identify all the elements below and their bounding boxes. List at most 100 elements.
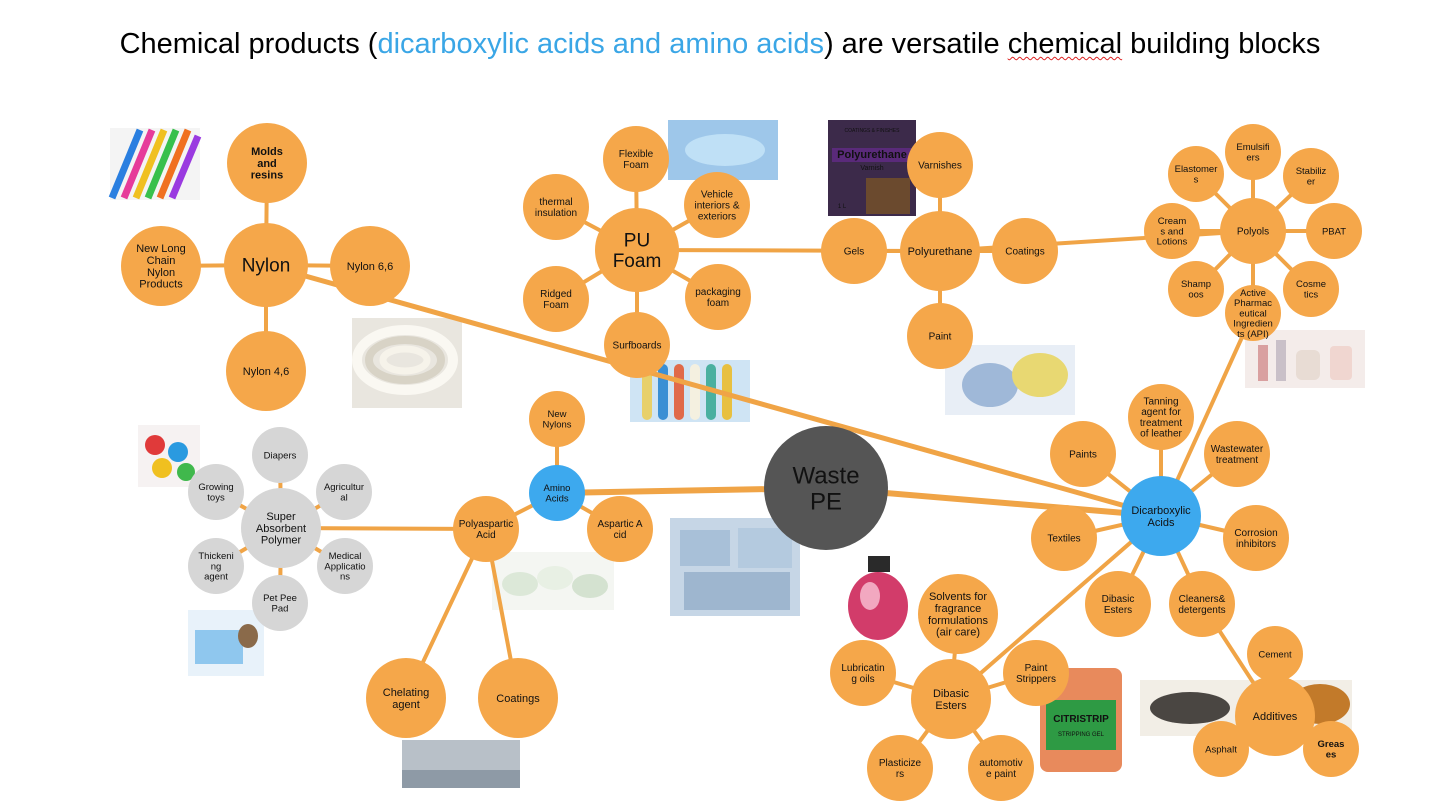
node-coatings-pu-circle (992, 218, 1058, 284)
stripper-brand: CITRISTRIP (1053, 714, 1109, 725)
node-polyols-label: Polyols (1237, 227, 1269, 238)
node-lubricating-circle (830, 640, 896, 706)
node-asphalt-circle (1193, 721, 1249, 777)
node-cement: Cement (1247, 626, 1303, 682)
node-paint-pu: Paint (907, 303, 973, 369)
node-gels-label: Gels (844, 247, 865, 258)
node-tanning-circle (1128, 384, 1194, 450)
node-diapers: Diapers (252, 427, 308, 483)
node-plasticizers-circle (867, 735, 933, 801)
node-cement-circle (1247, 626, 1303, 682)
title-before: Chemical products ( (119, 28, 378, 60)
varnish-can-image: COATINGS & FINISHES Polyurethane Varnish… (828, 120, 916, 216)
node-nylon46-circle (226, 331, 306, 411)
paint-cans-image (945, 345, 1075, 415)
node-nylon66: Nylon 6,6 (330, 226, 410, 306)
nylon-tubes-image (108, 128, 202, 200)
node-cosmetics-circle (1283, 261, 1339, 317)
node-greases-circle (1303, 721, 1359, 777)
node-nylon46-label: Nylon 4,6 (243, 366, 289, 378)
node-cement-label: Cement (1258, 649, 1292, 660)
node-diapers-label: Diapers (264, 450, 297, 461)
varnish-brand: COATINGS & FINISHES (845, 128, 901, 134)
node-gels-circle (821, 218, 887, 284)
node-amino-acids-circle (529, 465, 585, 521)
node-paints: Paints (1050, 421, 1116, 487)
node-sap-circle (241, 488, 321, 568)
varnish-size: 1 L (838, 204, 847, 210)
node-pbat-circle (1306, 203, 1362, 259)
node-ridged-circle (523, 266, 589, 332)
cosmetics-image (1245, 330, 1365, 388)
node-coatings-pa-circle (478, 658, 558, 738)
node-nylon66-circle (330, 226, 410, 306)
node-polyurethane-label: Polyurethane (908, 246, 973, 258)
floor-coating-image (402, 740, 520, 788)
title-after: building blocks (1122, 28, 1321, 60)
node-surfboards-label: Surfboards (613, 341, 662, 352)
node-medical-circle (317, 538, 373, 594)
node-pet-pee-circle (252, 575, 308, 631)
node-chelating-circle (366, 658, 446, 738)
node-coatings-pu: Coatings (992, 218, 1058, 284)
pe-bales-image (670, 518, 800, 616)
node-emulsifiers-circle (1225, 124, 1281, 180)
node-polyaspartic-circle (453, 496, 519, 562)
node-new-long-chain-circle (121, 226, 201, 306)
node-cleaners: Cleaners&detergents (1169, 571, 1235, 637)
node-creams-circle (1144, 203, 1200, 259)
node-textiles-circle (1031, 505, 1097, 571)
node-paint-strippers-circle (1003, 640, 1069, 706)
node-varnishes-label: Varnishes (918, 161, 962, 172)
foam-image (668, 120, 778, 180)
node-coatings-pa: Coatings (478, 658, 558, 738)
node-gels: Gels (821, 218, 887, 284)
node-polyols-circle (1220, 198, 1286, 264)
slide-title: Chemical products (dicarboxylic acids an… (0, 28, 1440, 61)
node-varnishes-circle (907, 132, 973, 198)
node-molds-circle (227, 123, 307, 203)
node-agricultural-circle (316, 464, 372, 520)
title-highlight: dicarboxylic acids and amino acids (377, 28, 824, 60)
link-polyurethane-polyols (938, 229, 1255, 253)
